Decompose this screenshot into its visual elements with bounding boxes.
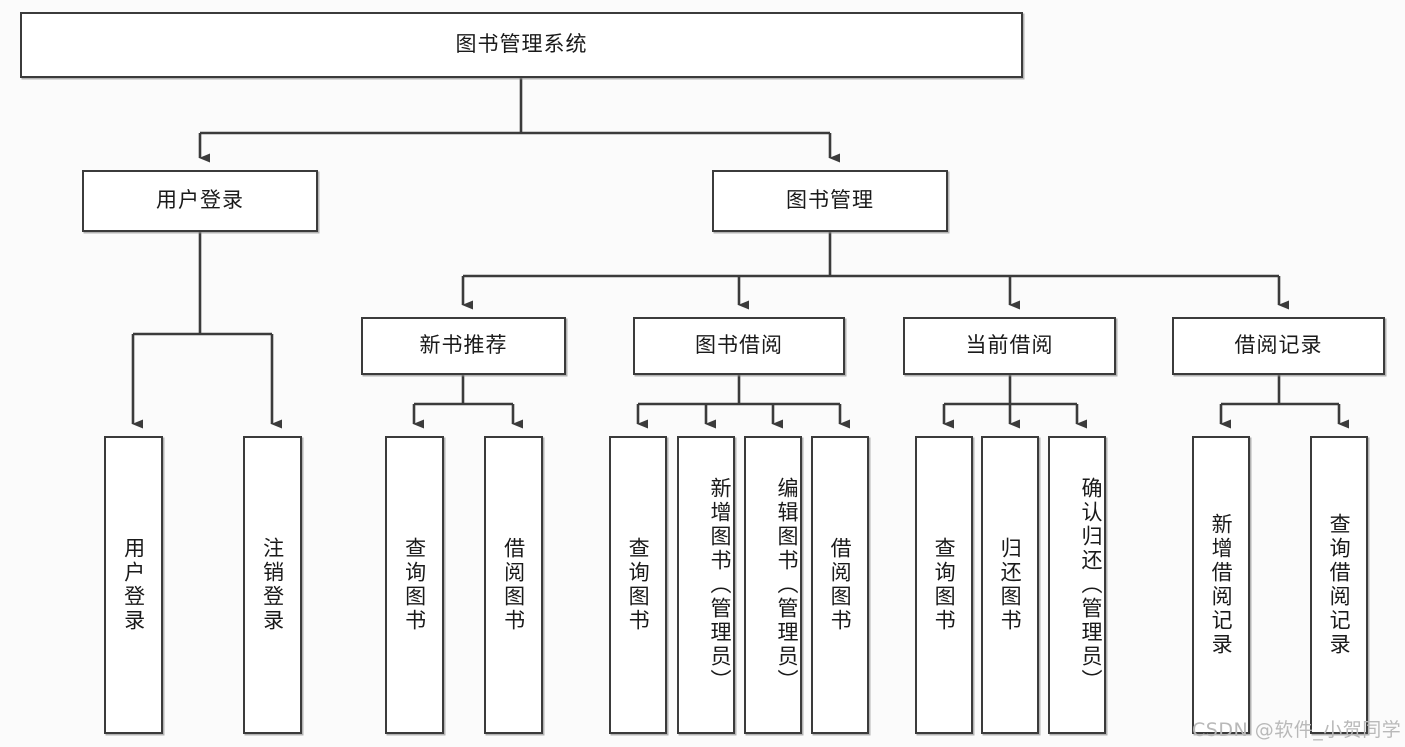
node-label: 图书借阅 xyxy=(695,333,783,358)
node-label: 注销登录 xyxy=(260,537,285,633)
node-label: 图书管理 xyxy=(786,188,874,213)
node-current-borrow[interactable]: 当前借阅 xyxy=(903,317,1116,375)
leaf-new-book-query-book[interactable]: 查询图书 xyxy=(385,436,444,734)
node-label: 当前借阅 xyxy=(965,333,1054,358)
node-label: 查询图书 xyxy=(402,537,427,633)
leaf-current-borrow-confirm-return-admin[interactable]: 确认归还（管理员） xyxy=(1048,436,1106,734)
leaf-book-borrow-query-book[interactable]: 查询图书 xyxy=(609,436,667,734)
node-user-login[interactable]: 用户登录 xyxy=(82,170,318,232)
node-label: 借阅图书 xyxy=(501,537,526,633)
node-label: 借阅记录 xyxy=(1234,333,1323,358)
node-label: 查询图书 xyxy=(932,537,957,633)
node-label: 用户登录 xyxy=(121,537,146,633)
leaf-current-borrow-query-book[interactable]: 查询图书 xyxy=(915,436,973,734)
leaf-new-book-borrow-book[interactable]: 借阅图书 xyxy=(484,436,543,734)
node-borrow-record[interactable]: 借阅记录 xyxy=(1172,317,1385,375)
node-label: 查询借阅记录 xyxy=(1327,513,1352,657)
leaf-borrow-record-query-record[interactable]: 查询借阅记录 xyxy=(1310,436,1368,734)
node-label: 新书推荐 xyxy=(419,333,508,358)
leaf-book-borrow-edit-book-admin[interactable]: 编辑图书（管理员） xyxy=(744,436,802,734)
node-root-book-management-system[interactable]: 图书管理系统 xyxy=(20,12,1023,78)
leaf-current-borrow-return-book[interactable]: 归还图书 xyxy=(981,436,1039,734)
leaf-user-login-login[interactable]: 用户登录 xyxy=(104,436,163,734)
node-label: 查询图书 xyxy=(626,537,651,633)
node-book-management[interactable]: 图书管理 xyxy=(712,170,948,232)
node-new-book-recommend[interactable]: 新书推荐 xyxy=(361,317,566,375)
leaf-book-borrow-add-book-admin[interactable]: 新增图书（管理员） xyxy=(677,436,735,734)
leaf-borrow-record-add-record[interactable]: 新增借阅记录 xyxy=(1192,436,1250,734)
node-label: 编辑图书（管理员） xyxy=(775,477,799,693)
csdn-watermark: CSDN @软件_小贺同学 xyxy=(1192,715,1401,742)
leaf-user-login-logout[interactable]: 注销登录 xyxy=(243,436,302,734)
leaf-book-borrow-borrow-book[interactable]: 借阅图书 xyxy=(811,436,869,734)
node-label: 归还图书 xyxy=(998,537,1023,633)
node-label: 确认归还（管理员） xyxy=(1079,477,1103,693)
node-book-borrow[interactable]: 图书借阅 xyxy=(633,317,845,375)
node-label: 借阅图书 xyxy=(828,537,853,633)
node-label: 新增图书（管理员） xyxy=(708,477,732,693)
watermark-text: CSDN @软件_小贺同学 xyxy=(1192,719,1402,741)
node-label: 图书管理系统 xyxy=(455,32,588,57)
node-label: 用户登录 xyxy=(156,188,244,213)
node-label: 新增借阅记录 xyxy=(1209,513,1234,657)
